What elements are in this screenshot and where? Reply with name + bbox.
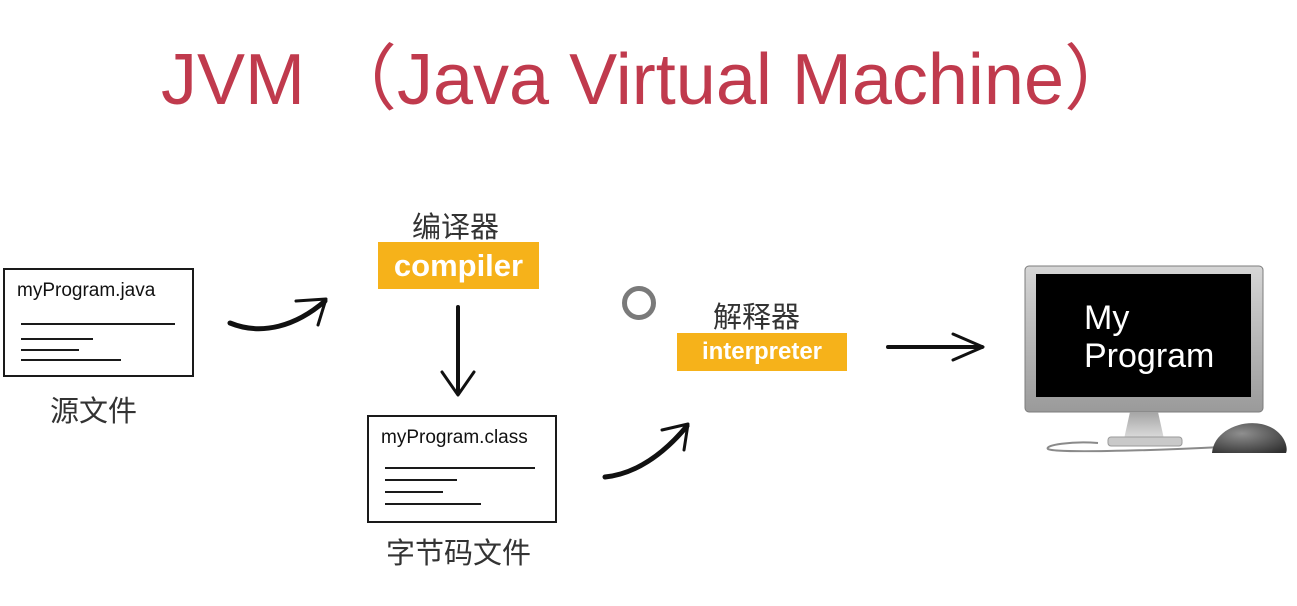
screen-line-1: My	[1084, 299, 1130, 337]
arrow-icon	[227, 297, 328, 332]
text-line	[385, 467, 535, 469]
compiler-tag: compiler	[378, 242, 539, 289]
source-file-caption: 源文件	[50, 394, 138, 428]
text-line	[21, 359, 121, 361]
cursor-ring-icon	[622, 286, 656, 320]
bytecode-file-caption: 字节码文件	[386, 536, 532, 570]
bytecode-file-doc: myProgram.class	[367, 415, 557, 523]
source-file-name: myProgram.java	[17, 280, 156, 301]
interpreter-caption: 解释器	[713, 300, 801, 334]
monitor-icon	[1024, 265, 1287, 453]
text-line	[385, 503, 481, 505]
text-line	[21, 323, 175, 325]
page-title: JVM （Java Virtual Machine）	[160, 40, 1137, 120]
compiler-caption: 编译器	[412, 210, 500, 244]
text-line	[385, 491, 443, 493]
text-line	[21, 338, 93, 340]
bytecode-file-name: myProgram.class	[381, 427, 528, 448]
text-line	[21, 349, 79, 351]
text-line	[385, 479, 457, 481]
interpreter-tag: interpreter	[677, 333, 847, 371]
arrow-icon	[602, 422, 690, 480]
monitor-screen-text: My Program	[1084, 299, 1214, 375]
screen-line-2: Program	[1084, 337, 1215, 375]
source-file-doc: myProgram.java	[3, 268, 194, 377]
arrow-right-icon	[886, 332, 985, 362]
arrow-down-icon	[440, 305, 476, 397]
